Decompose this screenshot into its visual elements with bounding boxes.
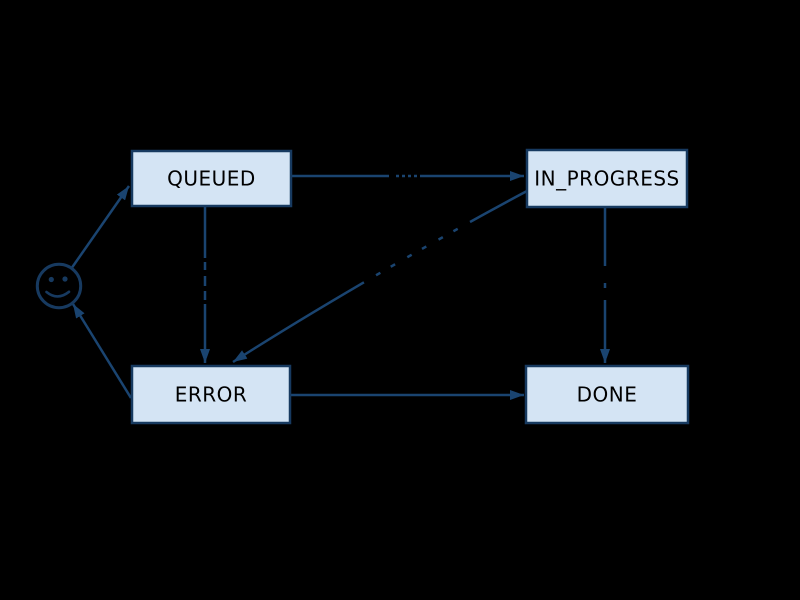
node-label: IN_PROGRESS bbox=[534, 167, 679, 191]
state-node-in-progress: IN_PROGRESS bbox=[525, 148, 689, 209]
node-box bbox=[130, 364, 292, 425]
edge-start-to-queued bbox=[69, 185, 131, 270]
state-node-error: ERROR bbox=[130, 364, 292, 425]
node-box bbox=[524, 364, 690, 425]
smiley-left-eye-icon bbox=[48, 276, 54, 283]
edge-error-to-start bbox=[71, 303, 133, 399]
edge-in-progress-to-error bbox=[232, 189, 528, 364]
hidden-label-artifact-in-progress-error bbox=[231, 187, 529, 365]
state-node-queued: QUEUED bbox=[130, 149, 293, 208]
node-label: ERROR bbox=[175, 383, 248, 407]
node-box bbox=[130, 149, 293, 208]
node-label: QUEUED bbox=[167, 167, 256, 191]
node-label: DONE bbox=[577, 383, 638, 407]
start-state-node bbox=[35, 262, 83, 310]
state-node-done: DONE bbox=[524, 364, 690, 425]
smiley-right-eye-icon bbox=[62, 276, 68, 282]
smiley-mouth-icon bbox=[45, 290, 71, 298]
smiley-face-icon bbox=[35, 262, 83, 310]
node-box bbox=[525, 148, 689, 209]
